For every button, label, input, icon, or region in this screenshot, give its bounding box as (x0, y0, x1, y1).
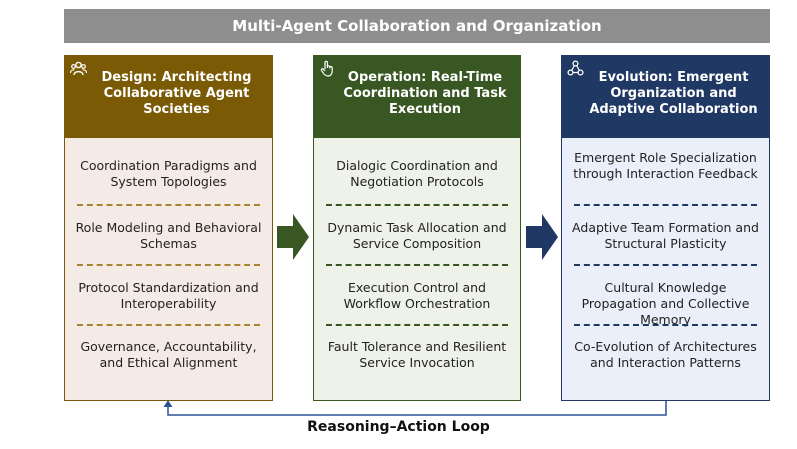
evolution-panel-header: Evolution: Emergent Organization and Ada… (561, 55, 770, 137)
operation-panel: Operation: Real-Time Coordination and Ta… (313, 55, 521, 401)
network-icon (567, 60, 584, 76)
divider (326, 264, 508, 266)
evolution-item-role-specialization: Emergent Role Specialization through Int… (573, 150, 758, 181)
evolution-panel-body: Emergent Role Specialization through Int… (561, 137, 770, 401)
arrow-right-icon (277, 214, 309, 260)
evolution-item-team-formation: Adaptive Team Formation and Structural P… (572, 220, 759, 251)
operation-item-task-allocation: Dynamic Task Allocation and Service Comp… (327, 220, 507, 251)
design-panel-header: Design: Architecting Collaborative Agent… (64, 55, 273, 137)
operation-item-execution-control: Execution Control and Workflow Orchestra… (343, 280, 491, 311)
divider (77, 324, 260, 326)
divider (326, 324, 508, 326)
design-item-role-modeling: Role Modeling and Behavioral Schemas (75, 220, 262, 251)
hand-pointer-icon (320, 60, 333, 77)
divider (77, 204, 260, 206)
divider (574, 264, 757, 266)
operation-item-dialogic: Dialogic Coordination and Negotiation Pr… (336, 158, 498, 189)
divider (326, 204, 508, 206)
evolution-item-cultural-knowledge: Cultural Knowledge Propagation and Colle… (581, 280, 750, 327)
operation-item-fault-tolerance: Fault Tolerance and Resilient Service In… (327, 339, 507, 370)
design-item-governance: Governance, Accountability, and Ethical … (80, 339, 257, 370)
design-panel-title: Design: Architecting Collaborative Agent… (101, 70, 252, 117)
diagram-title: Multi-Agent Collaboration and Organizati… (232, 17, 602, 35)
design-item-protocol: Protocol Standardization and Interoperab… (78, 280, 259, 311)
operation-panel-header: Operation: Real-Time Coordination and Ta… (313, 55, 521, 137)
design-item-coordination: Coordination Paradigms and System Topolo… (80, 158, 257, 189)
loop-label: Reasoning–Action Loop (307, 419, 490, 435)
divider (77, 264, 260, 266)
design-panel: Design: Architecting Collaborative Agent… (64, 55, 273, 401)
design-panel-body: Coordination Paradigms and System Topolo… (64, 137, 273, 401)
operation-panel-title: Operation: Real-Time Coordination and Ta… (343, 70, 507, 117)
evolution-panel: Evolution: Emergent Organization and Ada… (561, 55, 770, 401)
people-icon (70, 61, 87, 76)
operation-panel-body: Dialogic Coordination and Negotiation Pr… (313, 137, 521, 401)
evolution-item-co-evolution: Co-Evolution of Architectures and Intera… (574, 339, 757, 370)
evolution-panel-title: Evolution: Emergent Organization and Ada… (589, 70, 758, 117)
diagram-title-banner: Multi-Agent Collaboration and Organizati… (64, 9, 770, 43)
arrow-right-icon (526, 214, 558, 260)
divider (574, 204, 757, 206)
divider (574, 324, 757, 326)
